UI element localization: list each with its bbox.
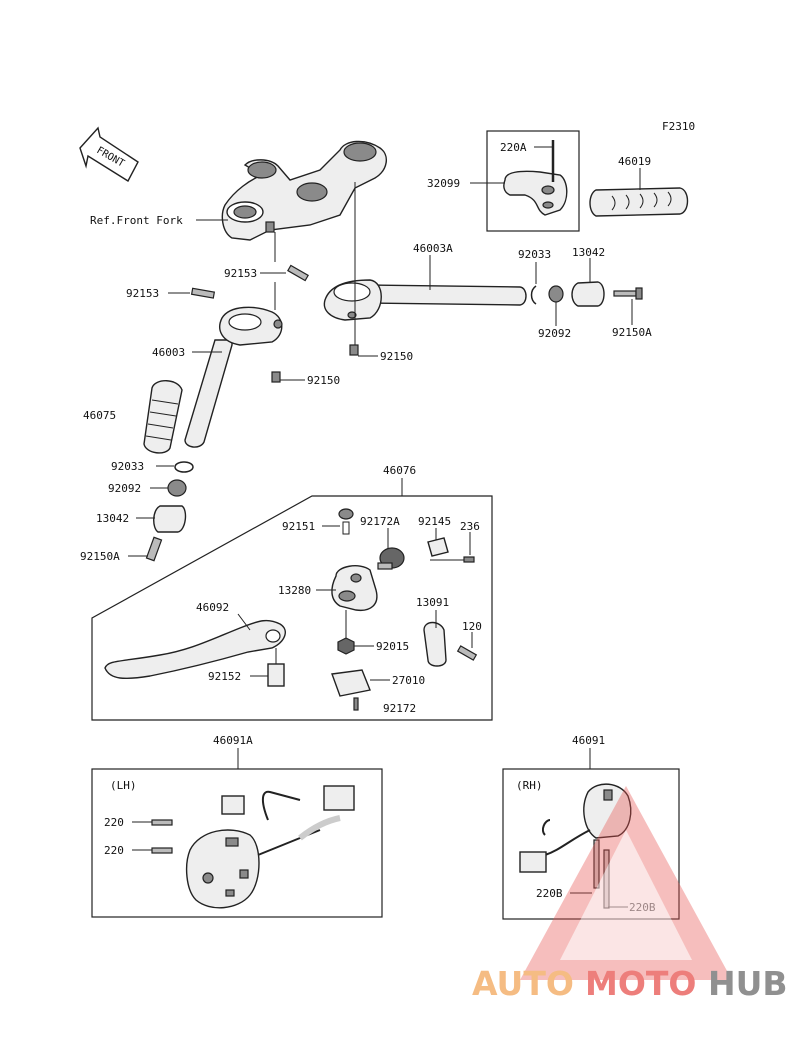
label-92172A: 92172A — [360, 515, 400, 528]
label-92152: 92152 — [208, 670, 241, 683]
watermark-text-auto: AUTO — [472, 964, 574, 1003]
label-13042-right: 13042 — [572, 246, 605, 259]
screw-220-lower — [151, 847, 173, 854]
label-220B-right: 220B — [629, 901, 656, 914]
label-92015: 92015 — [376, 640, 409, 653]
lh-box-label: (LH) — [110, 779, 137, 792]
bolt-92153-left — [190, 287, 216, 299]
label-46091A: 46091A — [213, 734, 253, 747]
screw-220-upper — [151, 819, 173, 826]
spring-92145 — [427, 537, 449, 557]
bar-end-weight-13042-left — [153, 505, 187, 533]
right-handlebar-46003A — [323, 279, 527, 321]
label-92172: 92172 — [383, 702, 416, 715]
label-92150-left: 92150 — [307, 374, 340, 387]
front-arrow-icon: FRONT — [79, 126, 139, 182]
clip-on-bracket-32099 — [503, 140, 568, 216]
label-13091: 13091 — [416, 596, 449, 609]
label-46092: 46092 — [196, 601, 229, 614]
nut-92015 — [337, 637, 355, 655]
circlip-92033-left — [174, 461, 194, 473]
label-13042-left: 13042 — [96, 512, 129, 525]
left-handlebar-46003 — [184, 306, 283, 448]
label-92033-left: 92033 — [111, 460, 144, 473]
bar-end-weight-13042-right — [571, 281, 605, 307]
lh-switch-box — [91, 768, 383, 918]
bolt-120 — [456, 645, 478, 661]
clamp-13091 — [423, 621, 447, 667]
bolt-92150A-left — [145, 536, 163, 562]
screw-236 — [463, 556, 475, 563]
label-92092-left: 92092 — [108, 482, 141, 495]
rh-box-label: (RH) — [516, 779, 543, 792]
watermark-triangle-icon — [520, 786, 732, 980]
label-92153-top: 92153 — [224, 267, 257, 280]
watermark-text-hub: HUB — [708, 964, 788, 1003]
bolt-92153-top — [287, 264, 309, 282]
label-46003: 46003 — [152, 346, 185, 359]
label-27010: 27010 — [392, 674, 425, 687]
bolt-92150-right — [349, 344, 359, 356]
label-32099: 32099 — [427, 177, 460, 190]
label-120: 120 — [462, 620, 482, 633]
label-92150A-left: 92150A — [80, 550, 120, 563]
label-220-lower: 220 — [104, 844, 124, 857]
label-92151: 92151 — [282, 520, 315, 533]
bolt-92150A-right — [613, 287, 643, 300]
label-46019: 46019 — [618, 155, 651, 168]
figure-code: F2310 — [662, 120, 695, 133]
lever-holder-13280 — [331, 565, 378, 612]
label-92092-right: 92092 — [538, 327, 571, 340]
lever-assembly-box — [91, 495, 493, 721]
label-92033-right: 92033 — [518, 248, 551, 261]
label-92150-right: 92150 — [380, 350, 413, 363]
label-220-upper: 220 — [104, 816, 124, 829]
bolt-92150-left — [271, 371, 281, 383]
bushing-92092-left — [167, 479, 187, 497]
label-46076: 46076 — [383, 464, 416, 477]
label-92145: 92145 — [418, 515, 451, 528]
label-46075: 46075 — [83, 409, 116, 422]
top-triple-clamp — [221, 140, 387, 241]
label-92150A-right: 92150A — [612, 326, 652, 339]
clip-on-bracket-box — [486, 130, 580, 232]
label-46003A: 46003A — [413, 242, 453, 255]
cap-92151 — [338, 508, 354, 535]
rh-switch-box — [502, 768, 680, 920]
label-236: 236 — [460, 520, 480, 533]
bushing-92092-right — [548, 285, 564, 303]
automotohub-watermark: AUTO MOTO HUB — [472, 786, 788, 1003]
label-46091: 46091 — [572, 734, 605, 747]
watermark-text-moto: MOTO — [585, 964, 696, 1003]
label-13280: 13280 — [278, 584, 311, 597]
lever-46092 — [104, 619, 286, 680]
right-grip-46019 — [589, 187, 689, 217]
collar-92152 — [267, 663, 285, 687]
left-grip-46075 — [143, 380, 183, 454]
adjuster-92172A — [377, 547, 405, 570]
lh-switch-housing — [185, 785, 355, 909]
rh-switch-housing — [519, 783, 632, 909]
label-92153-left: 92153 — [126, 287, 159, 300]
ref-front-fork-label: Ref.Front Fork — [90, 214, 183, 227]
switch-27010 — [331, 669, 371, 697]
label-220A: 220A — [500, 141, 527, 154]
label-220B-left: 220B — [536, 887, 563, 900]
